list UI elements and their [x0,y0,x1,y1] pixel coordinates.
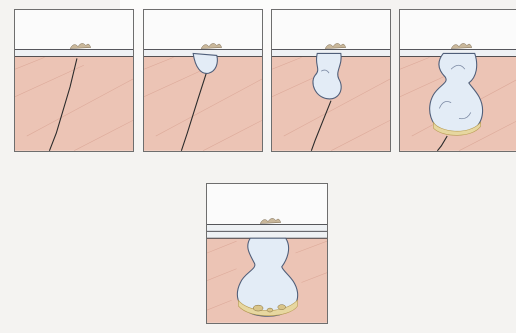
surface-tuft [260,218,281,223]
surface-tuft [325,43,346,48]
surface-tuft [201,43,222,48]
stage-panel-2 [143,9,263,152]
sediment-particle [278,305,286,310]
sediment-particle [253,305,263,311]
stage-panel-1 [14,9,134,152]
skin-surface [15,50,133,57]
growing-cavity [313,53,341,98]
surface-tuft [70,43,91,48]
stage-panel-3 [271,9,391,152]
sediment-particle [267,308,273,312]
surface-tuft [451,43,472,48]
stage-panel-5 [206,183,328,324]
stage-panel-4 [399,9,516,152]
